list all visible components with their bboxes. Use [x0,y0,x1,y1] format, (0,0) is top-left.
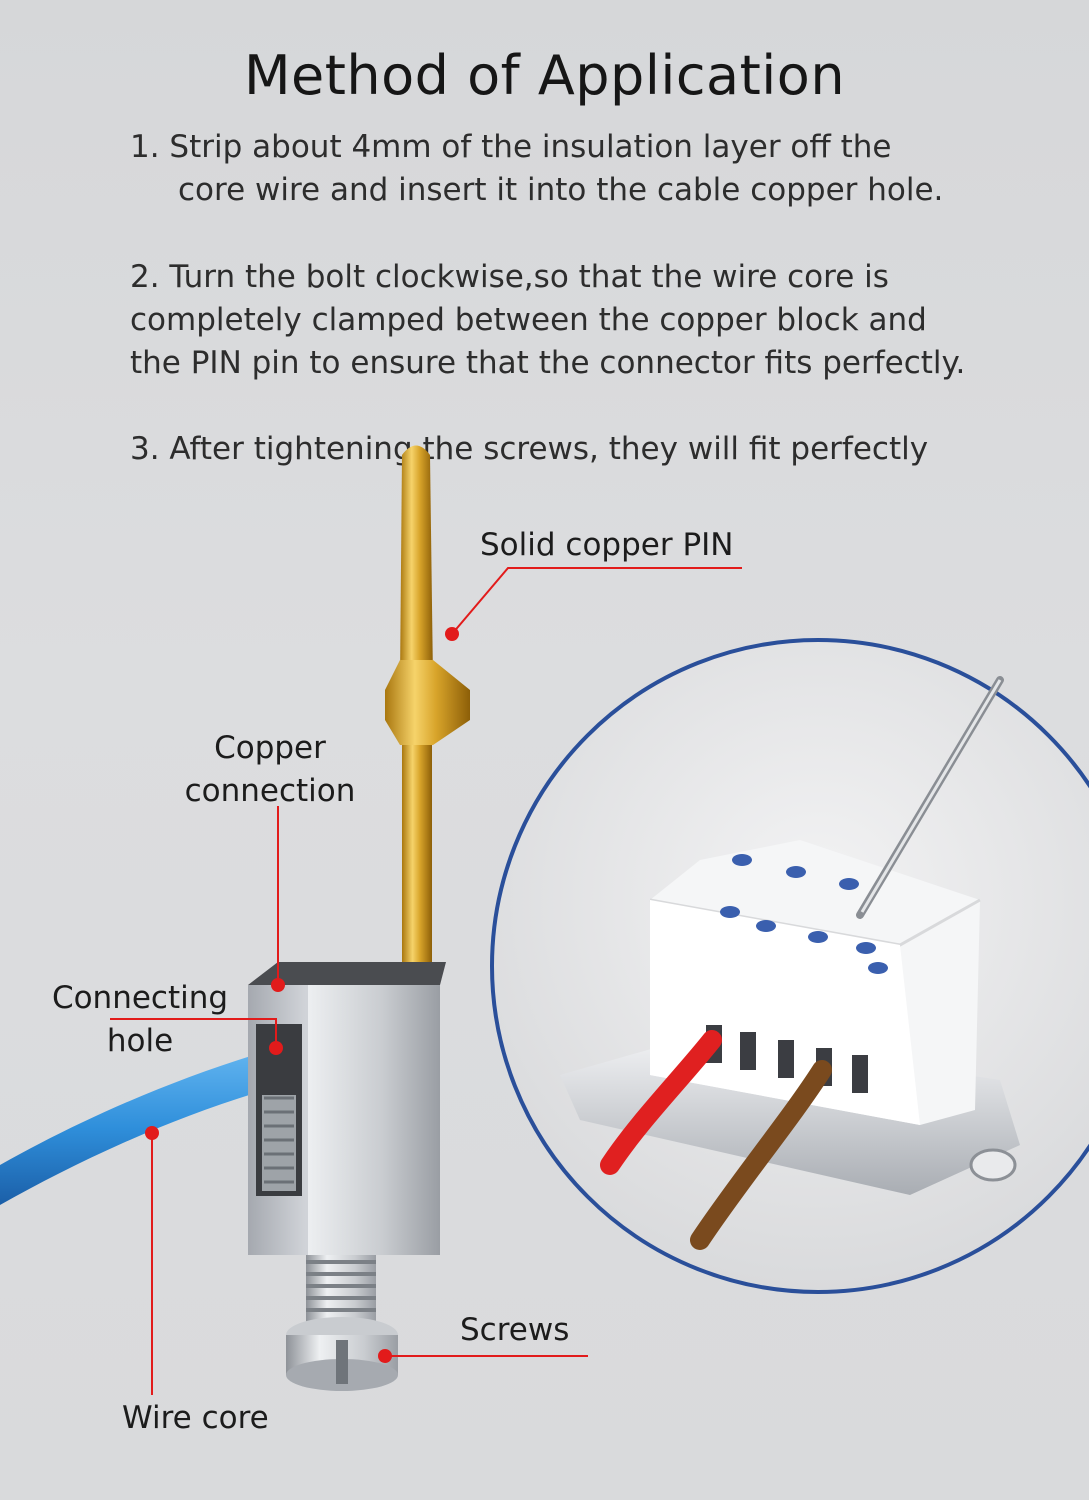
label-wire-core: Wire core [122,1400,269,1436]
label-connecting-hole: Connecting hole [40,977,240,1063]
label-hole-line-2: hole [106,1023,174,1059]
label-copper-line-1: Copper [214,730,326,766]
page-title: Method of Application [243,44,846,107]
callout-dots [145,627,459,1363]
step-1: 1. Strip about 4mm of the insulation lay… [130,126,943,212]
step-3-line-1: 3. After tightening the screws, they wil… [130,431,929,467]
step-2: 2. Turn the bolt clockwise,so that the w… [130,256,965,385]
label-screws: Screws [460,1312,570,1348]
label-hole-line-1: Connecting [51,980,229,1016]
label-solid-copper-pin: Solid copper PIN [480,527,734,563]
label-copper-line-2: connection [184,773,356,809]
step-2-line-1: 2. Turn the bolt clockwise,so that the w… [130,259,889,295]
copper-block [248,962,446,1255]
label-copper-connection: Copper connection [150,727,390,813]
step-1-line-1: 1. Strip about 4mm of the insulation lay… [130,129,892,165]
step-2-line-2: completely clamped between the copper bl… [130,302,927,338]
step-2-line-3: the PIN pin to ensure that the connector… [130,345,966,381]
step-3: 3. After tightening the screws, they wil… [130,428,928,471]
callout-lines [110,567,742,1395]
step-1-line-2: core wire and insert it into the cable c… [178,172,944,208]
inset-photo [490,638,1089,1294]
screw [286,1255,398,1391]
